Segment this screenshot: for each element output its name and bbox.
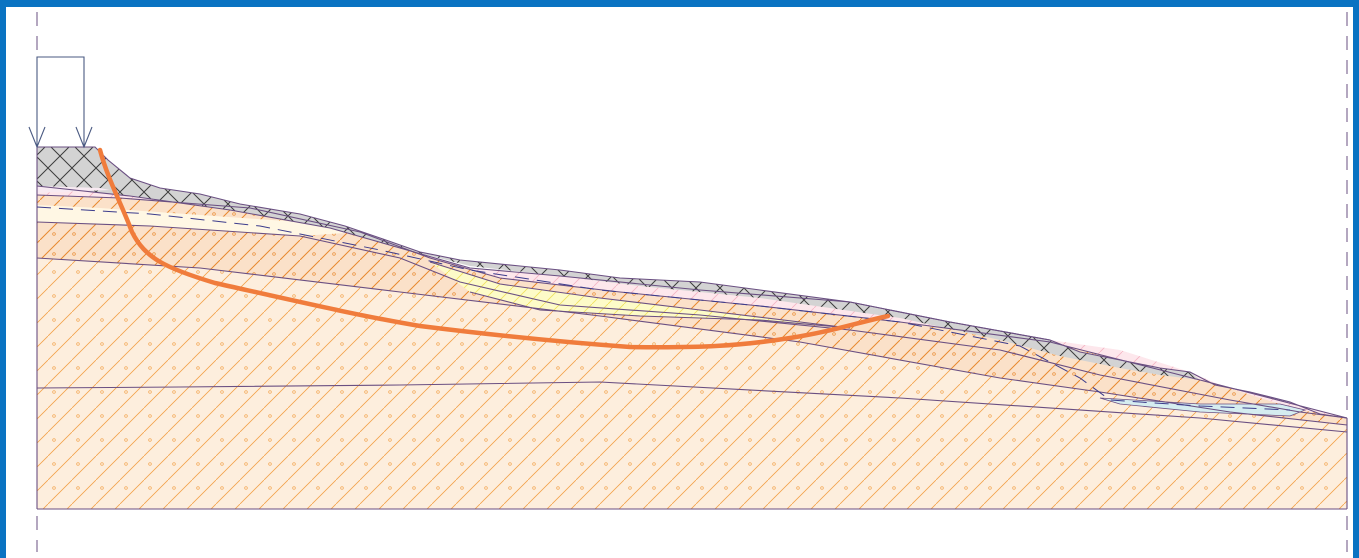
surcharge-load-icon bbox=[28, 56, 93, 149]
soil-lens-cyan bbox=[1099, 397, 1307, 417]
critical-slip-surface bbox=[97, 147, 891, 350]
soil-lens-cream bbox=[37, 205, 360, 236]
water-table-line bbox=[36, 206, 1291, 411]
layer-boundaries bbox=[36, 146, 1348, 510]
